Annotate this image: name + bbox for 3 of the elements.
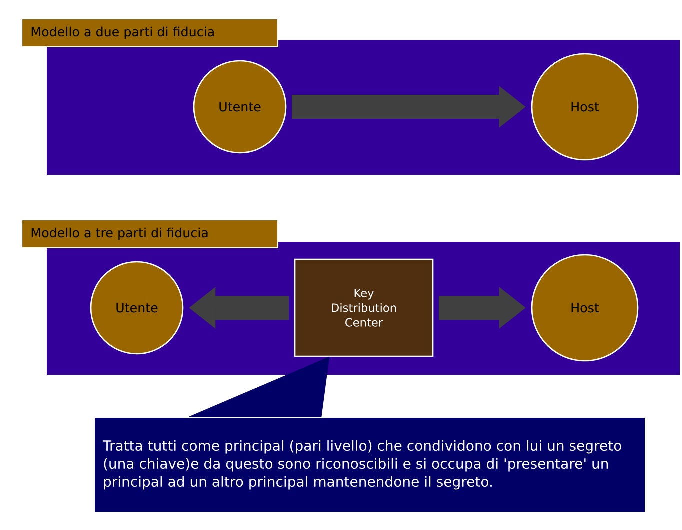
- section-tab: Modello a due parti di fiducia: [21, 18, 279, 48]
- section-tab: Modello a tre parti di fiducia: [21, 219, 279, 249]
- server-box: Key Distribution Center: [294, 258, 434, 358]
